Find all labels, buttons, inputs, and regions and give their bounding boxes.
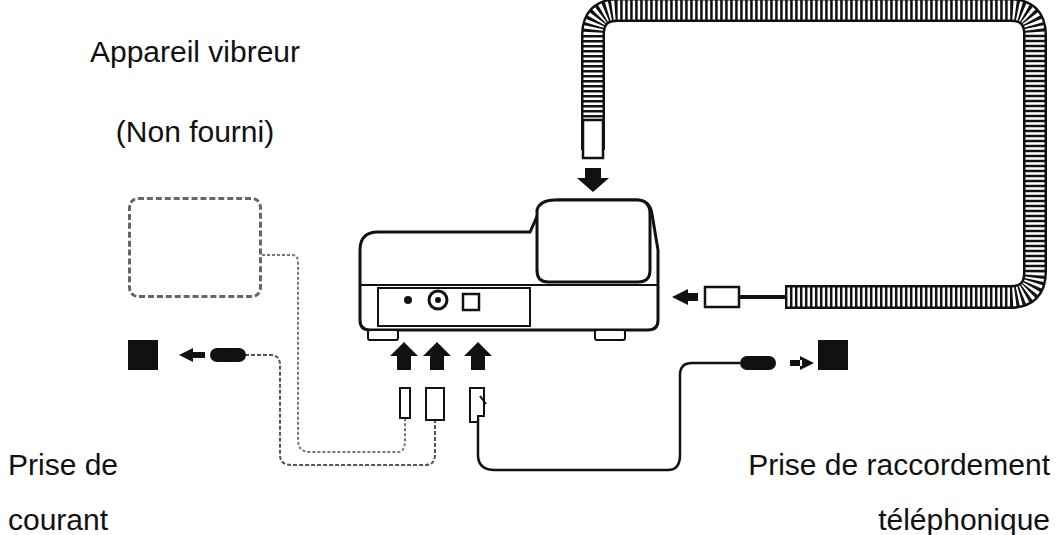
- phone-plug: [470, 388, 484, 422]
- handset: [537, 200, 650, 282]
- vibrator-plug: [400, 388, 410, 418]
- socket-label: Prise de courant: [8, 437, 158, 535]
- cord-plug: [705, 287, 739, 307]
- line-jack: [463, 294, 479, 310]
- phone-plug: [740, 356, 776, 370]
- vibrator-cable: [262, 255, 405, 452]
- power-plug: [426, 388, 444, 420]
- arrow: [464, 342, 492, 370]
- power-outlet: [128, 340, 158, 370]
- phone-cable: [478, 363, 740, 470]
- node-label: Appareil vibreur: [60, 32, 330, 72]
- arrow: [672, 289, 698, 305]
- power-plug: [210, 348, 246, 362]
- arrow: [790, 356, 814, 370]
- socket-label: Prise de raccordement téléphonique: [730, 437, 1050, 535]
- node-label: (Non fourni): [60, 112, 330, 152]
- vibrator-jack: [404, 296, 412, 304]
- phone-socket: [818, 340, 848, 370]
- back-panel: [378, 288, 530, 326]
- device-box: Appareil vibreur (Non fourni): [60, 20, 330, 305]
- arrow: [423, 342, 451, 370]
- power-cable: [245, 355, 435, 465]
- cord-plug: [583, 120, 603, 158]
- arrow: [390, 342, 418, 370]
- arrow: [577, 168, 609, 192]
- power-jack: [429, 291, 447, 309]
- arrow: [179, 348, 205, 362]
- dashed-outline: [128, 197, 262, 298]
- phone-body: [360, 200, 658, 330]
